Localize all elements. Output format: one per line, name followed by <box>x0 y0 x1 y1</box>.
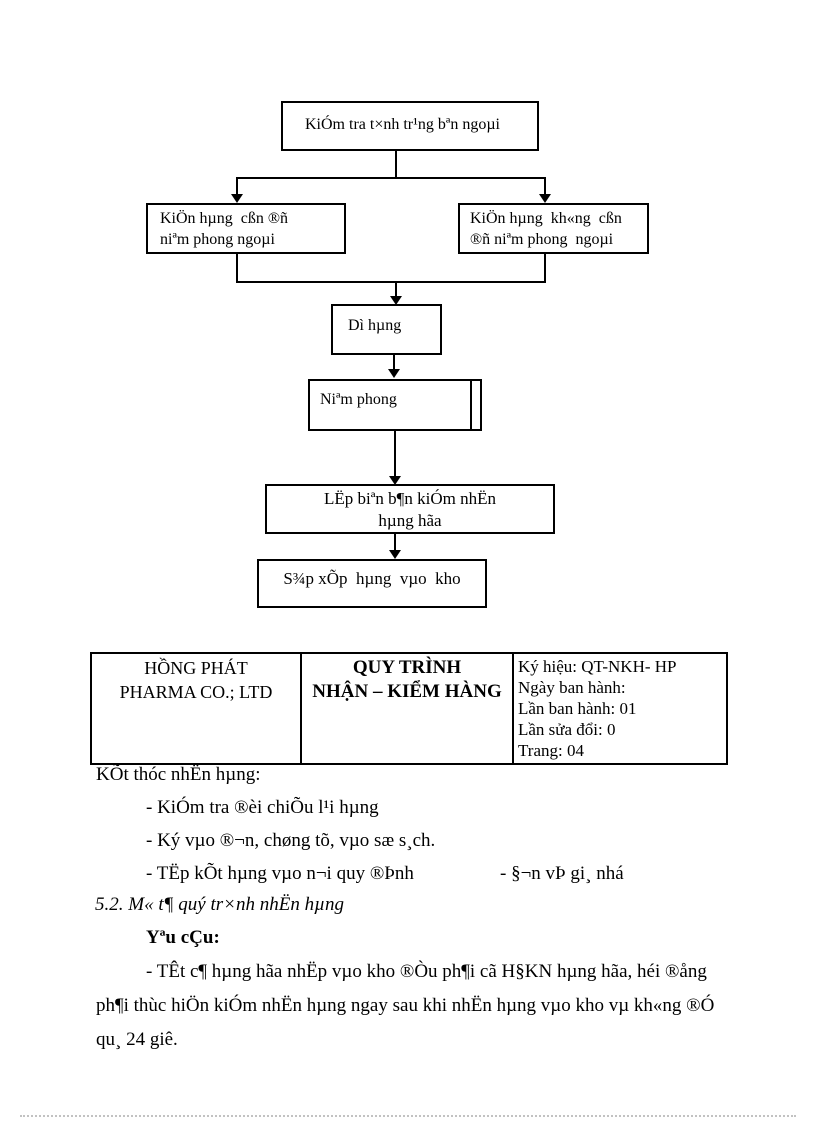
connector-line <box>393 355 395 370</box>
arrow-down-icon <box>389 550 401 559</box>
doc-issue-number: Lần ban hành: 01 <box>518 699 637 718</box>
arrow-down-icon <box>231 194 243 203</box>
doc-page-number: Trang: 04 <box>518 741 584 760</box>
flowchart-box-label: Dì hµng <box>348 317 402 334</box>
company-cell: HỒNG PHÁT PHARMA CO.; LTD <box>90 652 302 765</box>
company-name-line2: PHARMA CO.; LTD <box>119 682 273 702</box>
flowchart-box-arrange-goods: S¾p xÕp hµng vµo kho <box>257 559 487 608</box>
flowchart-box-label: KiÓm tra t×nh tr¹ng bªn ngoµi <box>305 116 500 133</box>
flowchart-box-label: KiÖn hµng kh«ng cßn <box>470 210 622 227</box>
connector-line <box>236 177 546 179</box>
connector-line <box>236 177 238 196</box>
connector-line <box>394 534 396 551</box>
body-heading: KÕt thóc nhËn hµng: <box>96 764 261 785</box>
flowchart-box-label: ®ñ niªm phong ngoµi <box>470 231 614 248</box>
doc-issue-date: Ngày ban hành: <box>518 678 626 697</box>
document-header-table: HỒNG PHÁT PHARMA CO.; LTD QUY TRÌNH NHẬN… <box>90 652 728 765</box>
connector-line <box>544 254 546 283</box>
connector-line <box>236 281 546 283</box>
flowchart-box-label: S¾p xÕp hµng vµo kho <box>283 569 461 588</box>
sub-heading: Yªu cÇu: <box>146 927 220 948</box>
paragraph-line: ph¶i thùc hiÖn kiÓm nhËn hµng ngay sau k… <box>96 995 715 1016</box>
doc-revision-number: Lần sửa đổi: 0 <box>518 720 616 739</box>
paragraph-line: - TÊt c¶ hµng hãa nhËp vµo kho ®Òu ph¶i … <box>146 961 707 982</box>
flowchart-box-inspection-report: LËp biªn b¶n kiÓm nhËn hµng hãa <box>265 484 555 534</box>
flowchart-box-label: Niªm phong <box>320 391 397 408</box>
bullet-item: - TËp kÕt hµng vµo n¬i quy ®Þnh <box>146 863 414 884</box>
connector-line <box>395 281 397 297</box>
flowchart-box-sealing: Niªm phong <box>308 379 482 431</box>
connector-line <box>236 254 238 283</box>
page-bottom-dotted-rule <box>20 1115 796 1117</box>
flowchart-box-label: niªm phong ngoµi <box>160 231 275 248</box>
flowchart-box-seal-not-intact: KiÖn hµng kh«ng cßn ®ñ niªm phong ngoµi <box>458 203 649 254</box>
arrow-down-icon <box>389 476 401 485</box>
procedure-title-line2: NHẬN – KIỂM HÀNG <box>312 681 502 702</box>
flowchart-box-unload-goods: Dì hµng <box>331 304 442 355</box>
paragraph-line: qu¸ 24 giê. <box>96 1029 178 1050</box>
flowchart-box-label: KiÖn hµng cßn ®ñ <box>160 210 289 227</box>
box-inner-edge <box>470 381 472 429</box>
section-heading: 5.2. M« t¶ quý tr×nh nhËn hµng <box>95 894 345 915</box>
company-name-line1: HỒNG PHÁT <box>144 658 248 678</box>
connector-line <box>395 151 397 179</box>
arrow-down-icon <box>390 296 402 305</box>
connector-line <box>394 431 396 477</box>
flowchart-box-seal-intact: KiÖn hµng cßn ®ñ niªm phong ngoµi <box>146 203 346 254</box>
procedure-title-cell: QUY TRÌNH NHẬN – KIỂM HÀNG <box>300 652 514 765</box>
flowchart-box-label: LËp biªn b¶n kiÓm nhËn <box>324 489 496 508</box>
document-info-cell: Ký hiệu: QT-NKH- HP Ngày ban hành: Lần b… <box>512 652 728 765</box>
doc-code: Ký hiệu: QT-NKH- HP <box>518 657 677 676</box>
flowchart-box-check-external-condition: KiÓm tra t×nh tr¹ng bªn ngoµi <box>281 101 539 151</box>
bullet-item-right: - §¬n vÞ gi¸ nhá <box>500 863 624 884</box>
arrow-down-icon <box>539 194 551 203</box>
procedure-title-line1: QUY TRÌNH <box>352 657 462 678</box>
flowchart-box-label: hµng hãa <box>378 511 442 530</box>
connector-line <box>544 177 546 196</box>
arrow-down-icon <box>388 369 400 378</box>
bullet-item: - Ký vµo ®¬n, chøng tõ, vµo sæ s¸ch. <box>146 830 436 851</box>
bullet-item: - KiÓm tra ®èi chiÕu l¹i hµng <box>146 797 379 818</box>
table-row: HỒNG PHÁT PHARMA CO.; LTD QUY TRÌNH NHẬN… <box>90 652 728 765</box>
